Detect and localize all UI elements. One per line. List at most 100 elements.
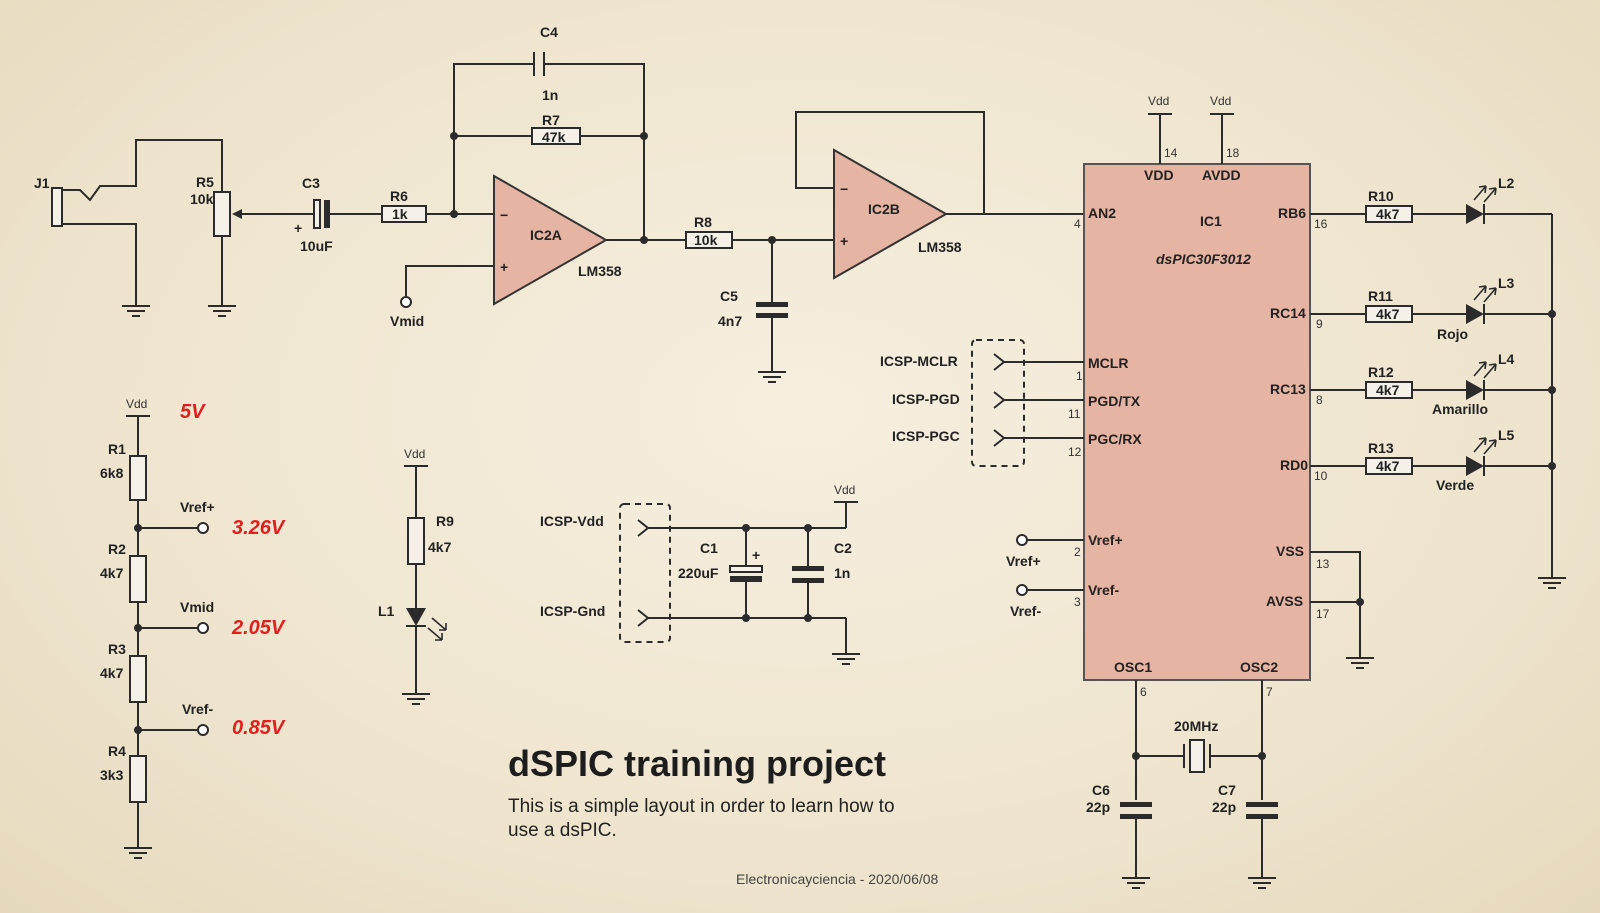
label-r8: R8 [694,214,712,230]
pin-3: 3 [1074,595,1081,609]
label-vdd-18: Vdd [1210,94,1231,108]
label-c2-value: 1n [834,565,850,581]
label-icsp-pgc: ICSP-PGC [892,428,960,444]
pin-pgcrx: PGC/RX [1088,431,1142,447]
label-j1: J1 [34,175,50,191]
pin-vss: VSS [1276,543,1304,559]
pin-18: 18 [1226,146,1240,160]
label-r2-value: 4k7 [100,565,124,581]
label-c4: C4 [540,24,558,40]
icsp-connector-top [971,339,1084,467]
label-icsp-mclr: ICSP-MCLR [880,353,958,369]
label-vdd-icsp: Vdd [834,483,855,497]
vref-inputs [1016,534,1084,596]
pin-osc2: OSC2 [1240,659,1278,675]
label-l5: L5 [1498,427,1515,443]
voltage-326: 3.26V [232,517,286,539]
pin-pgdtx: PGD/TX [1088,393,1141,409]
pin-avss: AVSS [1266,593,1303,609]
c3-plus: + [294,220,302,236]
pin-rd0: RD0 [1280,457,1308,473]
label-ic2b: IC2B [868,201,900,217]
label-c7: C7 [1218,782,1236,798]
ic2b-minus: − [840,181,848,197]
label-r11-value: 4k7 [1376,306,1400,322]
label-r9: R9 [436,513,454,529]
vss-ground [1310,551,1375,669]
voltage-5v: 5V [180,401,206,423]
label-icsp-pgd: ICSP-PGD [892,391,960,407]
label-amarillo: Amarillo [1432,401,1488,417]
pin-13: 13 [1316,557,1330,571]
ic2a-minus: − [500,207,508,223]
label-c1: C1 [700,540,718,556]
label-c6: C6 [1092,782,1110,798]
label-l1: L1 [378,603,395,619]
pin-4: 4 [1074,217,1081,231]
pin-vdd: VDD [1144,167,1174,183]
label-r12: R12 [1368,364,1394,380]
resistor-r8 [685,231,834,249]
label-c3-value: 10uF [300,238,333,254]
label-icsp-gnd: ICSP-Gnd [540,603,605,619]
label-c2: C2 [834,540,852,556]
label-vrefm-ext: Vref- [1010,603,1041,619]
label-c5-value: 4n7 [718,313,742,329]
label-r10-value: 4k7 [1376,206,1400,222]
led-outputs [1310,185,1567,589]
label-lm358-b: LM358 [918,239,962,255]
pin-12: 12 [1068,445,1082,459]
label-r13-value: 4k7 [1376,458,1400,474]
pin-avdd: AVDD [1202,167,1241,183]
label-r11: R11 [1368,288,1393,304]
pin-rc13: RC13 [1270,381,1306,397]
label-r5: R5 [196,174,214,190]
pin-17: 17 [1316,607,1330,621]
label-vrefp-div: Vref+ [180,499,215,515]
label-vdd-14: Vdd [1148,94,1169,108]
label-c6-value: 22p [1086,799,1110,815]
pin-osc1: OSC1 [1114,659,1152,675]
opamp-ic2a [400,174,686,308]
ic2b-plus: + [840,233,848,249]
label-r6-value: 1k [392,206,408,222]
label-r4: R4 [108,743,126,759]
chip-ic1 [1083,113,1311,681]
label-c7-value: 22p [1212,799,1236,815]
label-r7: R7 [542,112,560,128]
pin-7: 7 [1266,685,1273,699]
capacitor-c3 [300,199,382,229]
resistor-r6 [381,205,494,223]
description-line-2: use a dsPIC. [508,820,617,841]
label-vrefp-ext: Vref+ [1006,553,1041,569]
label-c4-value: 1n [542,87,558,103]
pin-vrefm: Vref- [1088,582,1119,598]
label-r4-value: 3k3 [100,767,124,783]
label-rojo: Rojo [1437,326,1468,342]
label-vdd-led: Vdd [404,447,425,461]
pin-2: 2 [1074,545,1081,559]
label-vmid: Vmid [390,313,424,329]
pin-6: 6 [1140,685,1147,699]
icsp-power [619,501,861,665]
pin-1: 1 [1076,369,1083,383]
label-r1-value: 6k8 [100,465,124,481]
label-ic2a: IC2A [530,227,562,243]
label-vmid-div: Vmid [180,599,214,615]
label-r3-value: 4k7 [100,665,124,681]
pin-rc14: RC14 [1270,305,1306,321]
pin-16: 16 [1314,217,1328,231]
label-l3: L3 [1498,275,1515,291]
label-l4: L4 [1498,351,1515,367]
pin-vrefp: Vref+ [1088,532,1123,548]
label-r7-value: 47k [542,129,566,145]
chip-name: dsPIC30F3012 [1156,251,1251,267]
description-line-1: This is a simple layout in order to lear… [508,796,895,817]
pin-11: 11 [1068,407,1081,421]
pot-r5 [207,191,300,317]
oscillator [1120,680,1278,889]
label-r2: R2 [108,541,126,557]
pin-8: 8 [1316,393,1323,407]
